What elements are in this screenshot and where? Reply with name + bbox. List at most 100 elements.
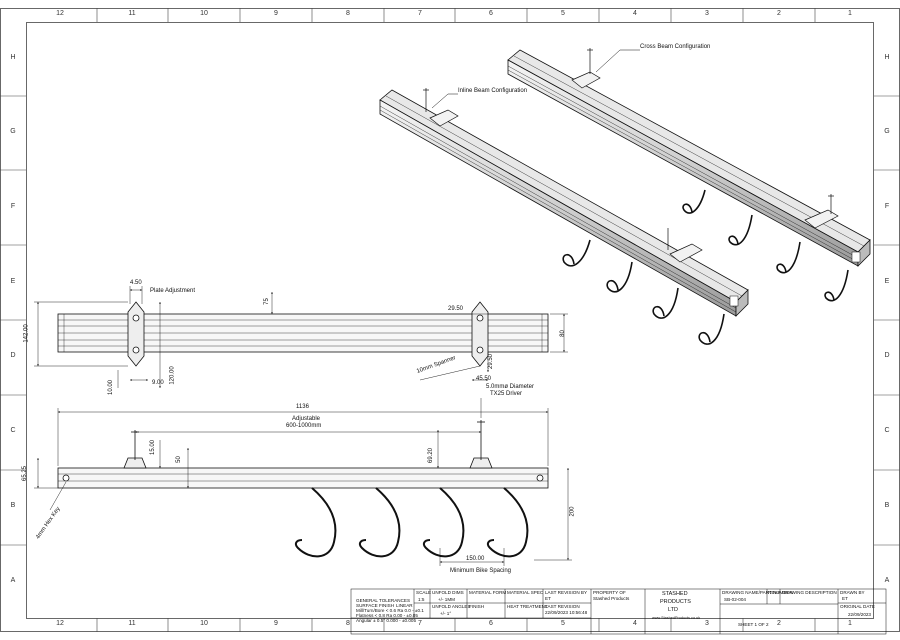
dim-50: 50 [175, 456, 182, 463]
plate-adjustment-callout: Plate Adjustment [150, 288, 196, 294]
tb-unfold-dims-label: UNFOLD DIMS [432, 590, 464, 595]
adjust-range-callout: 600-1000mm [286, 423, 322, 429]
dim-69-20: 69.20 [428, 447, 435, 464]
zone-col-6-bottom: 6 [489, 620, 493, 627]
front-view-hooks [294, 487, 529, 558]
tb-last-rev-label: LAST REVISION [545, 604, 580, 609]
tb-last-rev-by-label: LAST REVISION BY [545, 590, 588, 595]
zone-row-g: G [10, 128, 16, 135]
tb-last-rev-value: 22/09/2023 10:56:48 [545, 610, 588, 615]
zone-row-f: F [10, 203, 16, 210]
dim-142: 142.00 [23, 324, 30, 343]
zone-row-h-right: H [884, 54, 890, 61]
tb-unfold-dims-value: +/- 1MM [438, 597, 455, 602]
tb-material-form-label: MATERIAL FORM [469, 590, 507, 595]
tb-drawing-name-label: DRAWING NAME/PART NUMBER [722, 590, 793, 595]
tb-tol-line3: Angular ± 0.5° 0.000 - ±0.005 [356, 618, 417, 623]
zone-row-d-right: D [884, 352, 890, 359]
zone-row-b: B [10, 502, 16, 509]
dim-45-50: 45.50 [476, 376, 492, 382]
tb-unfold-angles-label: UNFOLD ANGLES [432, 604, 471, 609]
iso-callout-leaders [431, 49, 640, 109]
tb-sheet: SHEET 1 OF 2 [738, 622, 769, 627]
tb-material-spec-label: MATERIAL SPEC [507, 590, 544, 595]
dim-65-25: 65.25 [22, 465, 29, 482]
dim-9: 9.00 [152, 380, 164, 386]
tb-general-tolerances: GENERAL TOLERANCES [356, 598, 411, 603]
zone-col-1: 1 [848, 10, 852, 17]
dim-120: 120.00 [169, 366, 176, 385]
tb-finish-label: FINISH [469, 604, 485, 609]
zone-col-2: 2 [777, 10, 781, 17]
top-view-dims [34, 286, 568, 388]
tb-company-url: www.StashedProducts.co.uk [652, 616, 701, 620]
zone-col-5-bottom: 5 [561, 620, 565, 627]
cross-beam-rail [507, 49, 871, 267]
zone-row-a-right: A [884, 577, 890, 584]
zone-row-c-right: C [884, 427, 890, 434]
tb-original-date-label: ORIGINAL DATE [840, 604, 875, 609]
front-view-dims [34, 398, 572, 566]
zone-row-e-right: E [884, 278, 890, 285]
zone-col-8-bottom: 8 [346, 620, 350, 627]
tb-heat-treatment-label: HEAT TREATMENT [507, 604, 548, 609]
tb-company-line1: STASHED [662, 591, 688, 597]
cross-beam-callout: Cross Beam Configuration [640, 44, 711, 50]
zone-col-12: 12 [56, 10, 64, 17]
adjustable-callout: Adjustable [292, 416, 321, 422]
zone-col-3: 3 [705, 10, 709, 17]
screw-diameter-callout: 5.0mmø Diameter [486, 384, 535, 390]
zone-row-f-right: F [884, 203, 890, 210]
zone-col-4-bottom: 4 [633, 620, 637, 627]
dim-200: 200 [569, 506, 576, 517]
front-view-plates [123, 420, 493, 469]
driver-callout: TX25 Driver [490, 391, 523, 397]
dim-29-50-top: 29.50 [448, 306, 464, 312]
zone-row-c: C [10, 427, 16, 434]
zone-col-2-bottom: 2 [777, 620, 781, 627]
tb-description-label: DRAWING DESCRIPTION [782, 590, 837, 595]
tb-surface-finish: SURFACE FINISH [356, 603, 395, 608]
zone-row-a: A [10, 577, 16, 584]
tb-scale-label: SCALE [416, 590, 432, 595]
zone-row-e: E [10, 278, 16, 285]
tb-tol-line2: Flatness < 0.8 Ra 0.00 - ±0.05 [356, 613, 418, 618]
zone-col-6: 6 [489, 10, 493, 17]
zone-ticks [0, 8, 900, 632]
dim-10: 10.00 [108, 379, 115, 396]
zone-row-d: D [10, 352, 16, 359]
dim-80: 80 [559, 330, 566, 337]
dim-150: 150.00 [466, 556, 485, 562]
tb-rev-label: REV# [768, 590, 781, 595]
tb-property-label: PROPERTY OF [593, 590, 626, 595]
tb-unfold-angles-value: +/- 1° [440, 611, 452, 616]
zone-col-11: 11 [128, 10, 136, 17]
zone-col-12-bottom: 12 [56, 620, 64, 627]
tb-company-line3: LTD [668, 607, 678, 613]
dim-75: 75 [263, 298, 270, 305]
zone-col-8: 8 [346, 10, 350, 17]
tb-drawn-by-value: ET [842, 596, 848, 601]
tb-drawn-by-label: DRAWN BY [840, 590, 865, 595]
tb-original-date-value: 22/09/2023 [848, 612, 871, 617]
dim-15: 15.00 [150, 439, 157, 456]
dim-4-50: 4.50 [130, 280, 142, 286]
title-block-grid [350, 588, 887, 635]
zone-col-10: 10 [200, 10, 208, 17]
min-spacing-callout: Minimum Bike Spacing [450, 568, 512, 574]
tb-last-rev-by-value: ET [545, 596, 551, 601]
dim-29-50-side: 29.50 [488, 353, 495, 370]
zone-col-11-bottom: 11 [128, 620, 136, 627]
inline-beam-callout: Inline Beam Configuration [458, 88, 528, 94]
inline-beam-hooks [562, 239, 725, 345]
cross-beam-hooks [682, 189, 849, 302]
front-view-rail [57, 467, 549, 489]
inline-beam-plates [423, 88, 703, 263]
tb-company-line2: PRODUCTS [660, 599, 691, 605]
zone-col-5: 5 [561, 10, 565, 17]
tb-tol-line1: Mill/Turn/Bore < 0.6 Ra 0.0 - ±0.1 [356, 608, 424, 613]
zone-col-3-bottom: 3 [705, 620, 709, 627]
zone-col-9: 9 [274, 10, 278, 17]
zone-row-h: H [10, 54, 16, 61]
